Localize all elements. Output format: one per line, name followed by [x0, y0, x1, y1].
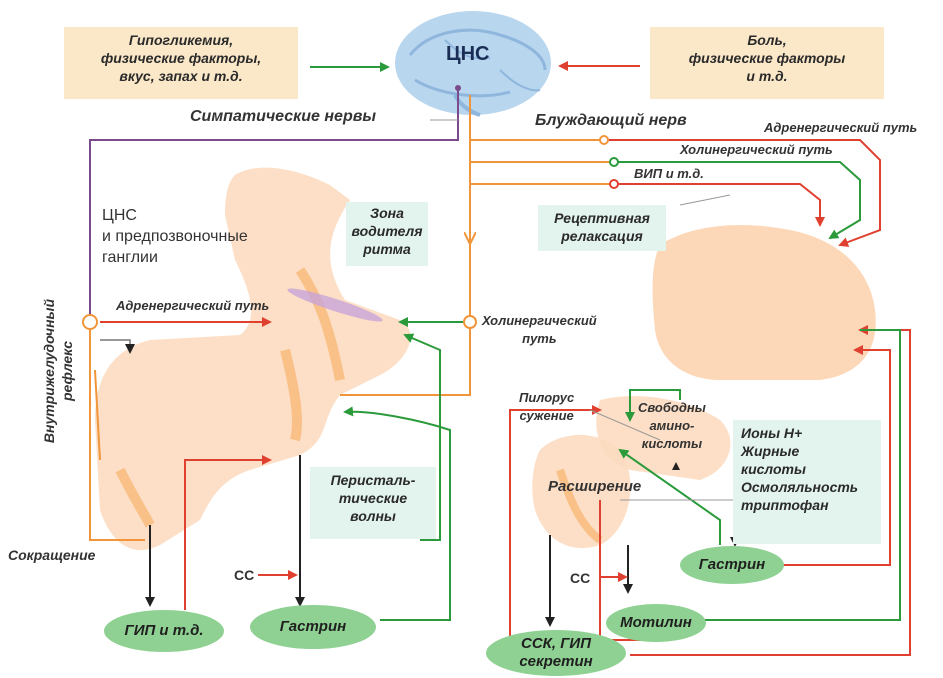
left-stimuli-box: Гипогликемия, физические факторы, вкус, … — [64, 27, 298, 99]
adrenergic-path-left-label: Адренергический путь — [116, 298, 270, 313]
peristaltic-waves-box: Перисталь- тические волны — [310, 467, 436, 539]
cck-gip-secretin-oval: ССК, ГИП секретин — [486, 630, 626, 676]
right-stimuli-box: Боль, физические факторы и т.д. — [650, 27, 884, 99]
pacemaker-zone-box: Зона водителя ритма — [346, 202, 428, 266]
vip-label: ВИП и т.д. — [634, 166, 704, 181]
cholinergic-path-center-label: Холинергический путь — [482, 313, 597, 346]
brain-icon — [395, 11, 551, 117]
cns-ganglia-label: ЦНС и предпозвоночные ганглии — [102, 207, 248, 266]
gastrin-left-oval: Гастрин — [250, 605, 376, 649]
gastrin-right-oval: Гастрин — [680, 546, 784, 584]
ions-box: Ионы Н+ Жирные кислоты Осмоляльность три… — [733, 420, 881, 544]
gip-oval: ГИП и т.д. — [104, 610, 224, 652]
cc-left-label: СС — [234, 567, 255, 583]
pylorus-label: Пилорус сужение — [519, 390, 575, 423]
amino-acids-label: Свободны амино- кислоты — [638, 400, 706, 451]
cholinergic-path-right-label: Холинергический путь — [680, 142, 833, 157]
left-stomach — [95, 167, 411, 551]
intragastric-reflex-label: Внутрижелудочный рефлекс — [41, 298, 75, 444]
sympathetic-nerves-label: Симпатические нервы — [190, 108, 377, 125]
motilin-oval: Мотилин — [606, 604, 706, 642]
adrenergic-path-right-label: Адренергический путь — [764, 120, 918, 135]
contraction-label: Сокращение — [8, 547, 96, 563]
expansion-label: Расширение — [548, 478, 642, 495]
right-stomach — [532, 225, 876, 549]
cns-label: ЦНС — [446, 43, 490, 65]
vagus-nerve-label: Блуждающий нерв — [535, 112, 687, 129]
cc-right-label: СС — [570, 570, 591, 586]
receptive-relaxation-box: Рецептивная релаксация — [538, 205, 666, 251]
